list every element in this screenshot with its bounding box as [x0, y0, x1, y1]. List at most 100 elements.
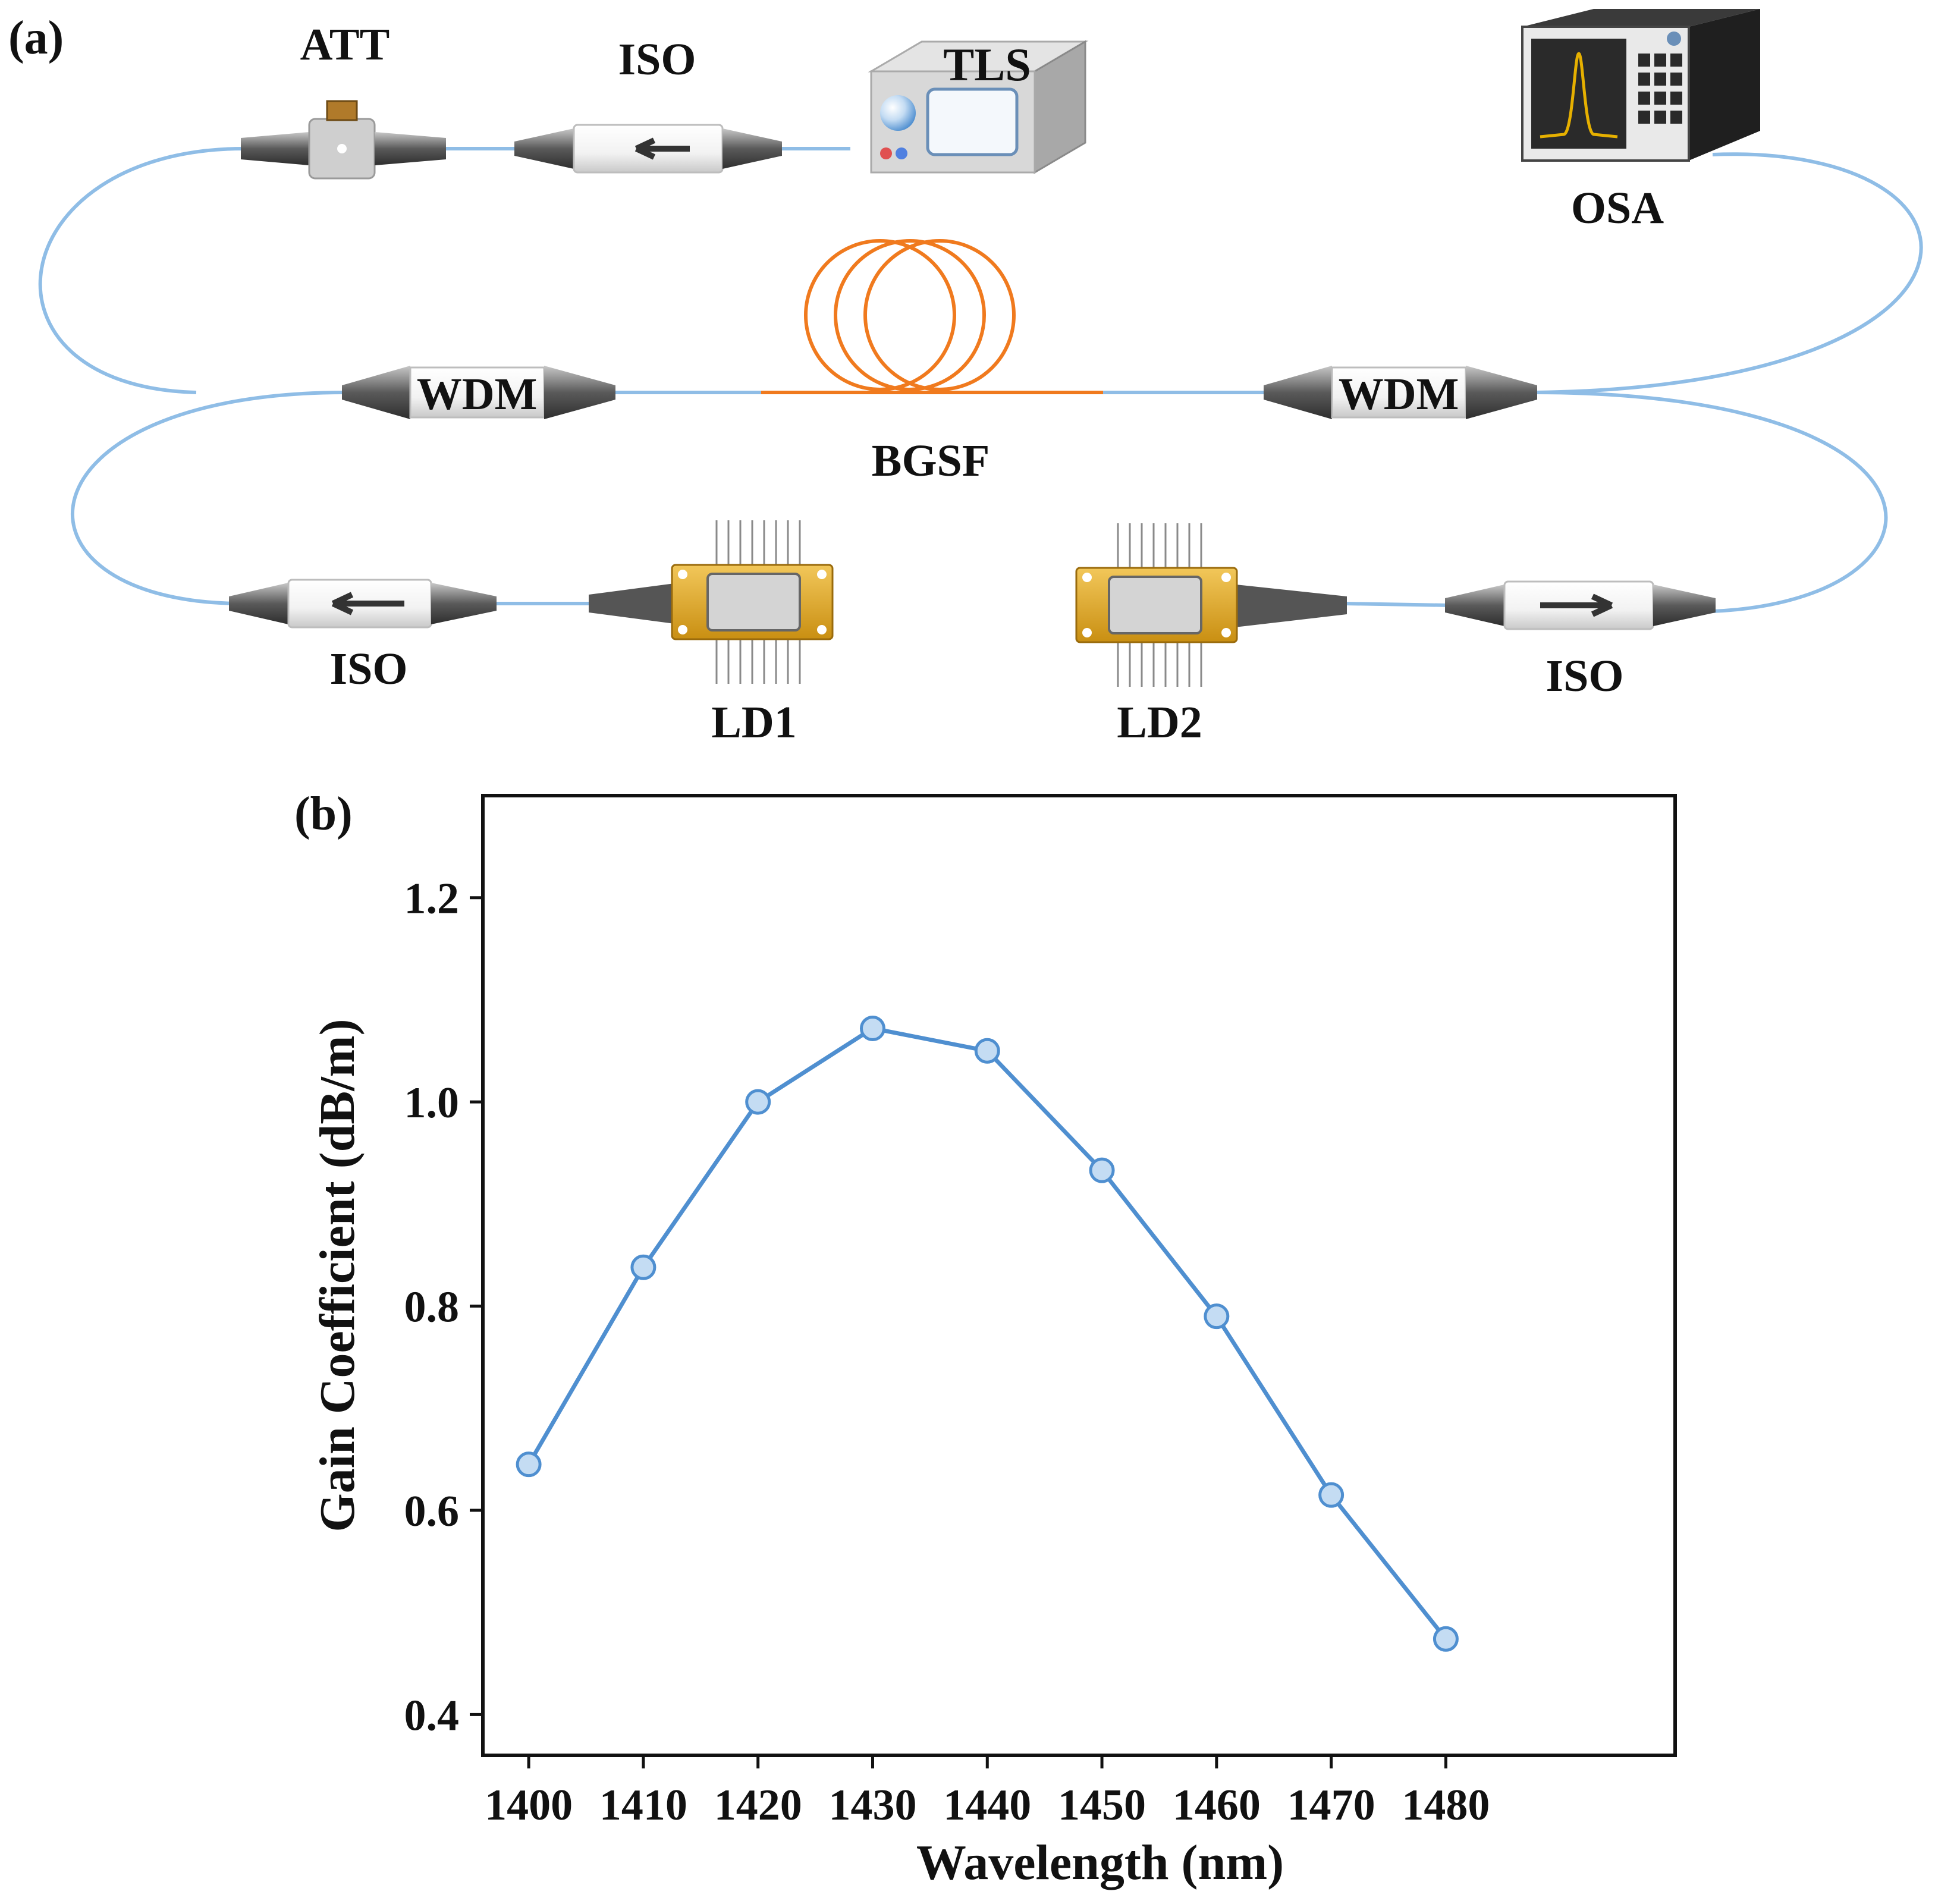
ld2-label: LD2 — [1117, 697, 1202, 747]
fiber-osa-loop — [1534, 152, 1923, 394]
panel-a: (a) ATT ISO — [8, 9, 1923, 747]
bgsf-loop-2 — [834, 239, 986, 391]
plot-frame — [481, 794, 1677, 1757]
x-tick-label: 1470 — [1287, 1781, 1375, 1830]
y-tick-label: 1.0 — [404, 1079, 460, 1127]
att-connector-right — [375, 132, 446, 165]
wdm-left-connector-left — [342, 366, 410, 419]
wdm-left-label: WDM — [417, 369, 538, 419]
data-point — [859, 1015, 885, 1041]
att-dot — [337, 144, 347, 153]
series-line — [527, 1026, 1448, 1641]
wdm-right-connector-left — [1264, 366, 1332, 419]
osa-top-face — [1522, 9, 1760, 27]
isolator-bottom-left: ISO — [229, 579, 497, 694]
wdm-right: WDM — [1264, 366, 1537, 419]
data-point — [1318, 1482, 1345, 1508]
fiber-bottom-right-loop — [1534, 391, 1888, 613]
chart-series — [516, 1015, 1459, 1652]
data-point — [516, 1451, 542, 1478]
laser-diode-1: LD1 — [589, 520, 834, 747]
x-tick-label: 1410 — [599, 1781, 687, 1830]
iso-bottom-right-label: ISO — [1546, 651, 1624, 701]
ld2-screw-tr — [1221, 573, 1231, 582]
bgsf-loop-3 — [863, 239, 1016, 391]
osa-label: OSA — [1571, 183, 1664, 233]
x-tick-label: 1430 — [828, 1781, 916, 1830]
iso-bl-connector-left — [229, 583, 288, 624]
y-tick-label: 1.2 — [404, 875, 460, 923]
tls-label: TLS — [943, 39, 1031, 90]
iso-br-connector-right — [1653, 585, 1716, 626]
tls-led-blue-icon — [896, 147, 907, 159]
wdm-left-body — [409, 366, 545, 419]
isolator-bottom-right: ISO — [1445, 580, 1716, 701]
laser-diode-2: LD2 — [1075, 523, 1347, 747]
iso-bottom-left-label: ISO — [330, 644, 408, 694]
fiber-bottom-left-loop — [71, 391, 345, 605]
optical-spectrum-analyzer: OSA — [1521, 9, 1760, 233]
x-tick-label: 1400 — [485, 1781, 573, 1830]
tunable-laser-source: TLS — [868, 39, 1089, 174]
x-tick-label: 1420 — [714, 1781, 802, 1830]
arrow-left-icon — [634, 137, 690, 160]
tls-led-red-icon — [880, 147, 892, 159]
tls-knob-icon — [880, 95, 916, 131]
iso-top-connector-left — [514, 128, 574, 169]
data-point — [1204, 1303, 1230, 1330]
data-point — [974, 1038, 1000, 1064]
ld1-window — [706, 573, 801, 631]
bgsf-fiber-coil: BGSF — [761, 239, 1103, 486]
fiber-paths — [38, 147, 1923, 613]
data-point — [1089, 1157, 1115, 1183]
isolator-top: ISO — [514, 34, 782, 174]
att-label: ATT — [300, 20, 390, 70]
ld1-screw-br — [817, 625, 827, 634]
panel-b-label: (b) — [294, 788, 353, 840]
iso-bl-connector-right — [431, 583, 497, 624]
ld2-fiber-pigtail — [1219, 583, 1347, 629]
data-point — [630, 1254, 656, 1280]
att-knob — [326, 100, 358, 121]
y-tick-label: 0.8 — [404, 1283, 460, 1332]
iso-br-connector-left — [1445, 585, 1504, 626]
osa-spectrum-trace — [1540, 52, 1618, 139]
ld1-screw-tr — [817, 570, 827, 579]
wdm-right-body — [1331, 366, 1467, 419]
tls-screen — [926, 87, 1019, 156]
data-point — [745, 1089, 771, 1115]
y-axis-ticks: 0.4 0.6 0.8 1.0 1.2 — [404, 875, 483, 1740]
iso-top-label: ISO — [618, 34, 696, 84]
bgsf-label: BGSF — [872, 436, 990, 486]
wdm-right-label: WDM — [1339, 369, 1459, 419]
fiber-ld2-iso — [1343, 602, 1452, 607]
iso-top-connector-right — [723, 128, 782, 169]
panel-a-label: (a) — [8, 12, 64, 64]
y-axis-label: Gain Coefficient (dB/m) — [310, 1019, 365, 1532]
arrow-left-icon — [331, 592, 404, 615]
arrow-right-icon — [1540, 593, 1613, 617]
fiber-top-loop — [38, 147, 244, 394]
x-tick-label: 1450 — [1058, 1781, 1146, 1830]
ld2-screw-bl — [1082, 628, 1092, 637]
x-tick-label: 1480 — [1402, 1781, 1490, 1830]
osa-keypad — [1638, 54, 1682, 124]
y-tick-label: 0.4 — [404, 1691, 460, 1740]
x-tick-label: 1460 — [1173, 1781, 1261, 1830]
ld1-label: LD1 — [711, 697, 797, 747]
ld2-screw-tl — [1082, 573, 1092, 582]
att-connector-left — [241, 132, 309, 165]
x-axis-label: Wavelength (nm) — [916, 1835, 1284, 1890]
ld2-screw-br — [1221, 628, 1231, 637]
bgsf-loop-1 — [804, 239, 956, 391]
ld2-window — [1108, 576, 1202, 634]
y-tick-label: 0.6 — [404, 1487, 460, 1536]
wdm-left: WDM — [342, 366, 615, 419]
ld1-screw-bl — [678, 625, 687, 634]
wdm-right-connector-right — [1466, 366, 1537, 419]
attenuator: ATT — [241, 20, 446, 180]
wdm-left-connector-right — [544, 366, 615, 419]
